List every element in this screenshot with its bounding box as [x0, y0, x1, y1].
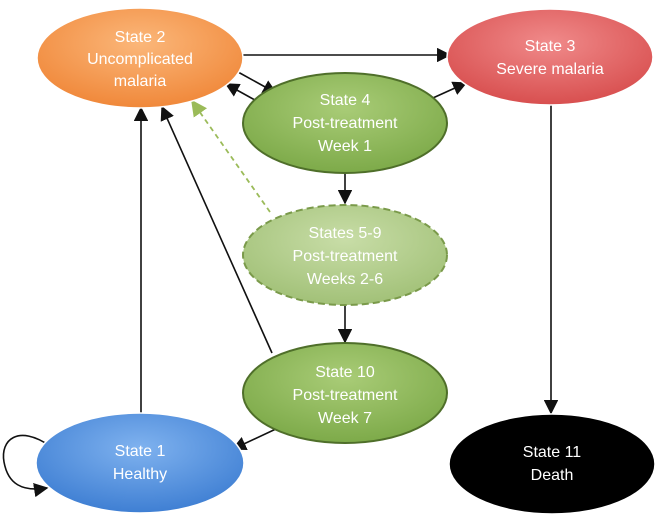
node-state4-line2: Post-treatment: [293, 115, 398, 132]
node-states5-9: States 5-9 Post-treatment Weeks 2-6: [242, 204, 448, 306]
node-state4: State 4 Post-treatment Week 1: [242, 72, 448, 174]
node-state10: State 10 Post-treatment Week 7: [242, 342, 448, 444]
node-state3-shape: [446, 8, 654, 106]
node-state1-line2: Healthy: [113, 466, 167, 483]
node-state2-line3: malaria: [114, 73, 167, 90]
node-state10-line3: Week 7: [318, 410, 372, 427]
node-state10-line1: State 10: [315, 364, 375, 381]
node-states5-9-line1: States 5-9: [309, 225, 382, 242]
node-state4-shape: [242, 72, 448, 174]
node-state11-line1: State 11: [523, 444, 582, 461]
node-state2-line1: State 2: [115, 29, 166, 46]
node-state11: State 11 Death: [448, 413, 656, 515]
node-state10-shape: [242, 342, 448, 444]
node-state11-line2: Death: [531, 467, 574, 484]
node-state2-shape: [36, 7, 244, 109]
node-state2: State 2 Uncomplicated malaria: [36, 7, 244, 109]
node-state4-line3: Week 1: [318, 138, 372, 155]
node-state2-line2: Uncomplicated: [87, 51, 193, 68]
edge-state10-to-state1: [231, 427, 279, 451]
node-states5-9-line2: Post-treatment: [293, 248, 398, 265]
node-state3: State 3 Severe malaria: [446, 8, 654, 106]
node-states5-9-line3: Weeks 2-6: [307, 271, 383, 288]
node-state1-shape: [35, 412, 245, 514]
node-state1: State 1 Healthy: [35, 412, 245, 514]
node-state3-line2: Severe malaria: [496, 61, 604, 78]
edge-state10-to-state2: [160, 105, 273, 354]
node-state3-line1: State 3: [525, 38, 576, 55]
edge-states5-9-to-state2: [191, 99, 271, 213]
edge-state1-self-loop: [2, 434, 51, 498]
node-states5-9-shape: [242, 204, 448, 306]
node-state11-shape: [448, 413, 656, 515]
node-state10-line2: Post-treatment: [293, 387, 398, 404]
node-state1-line1: State 1: [115, 443, 166, 460]
node-state4-line1: State 4: [320, 92, 371, 109]
